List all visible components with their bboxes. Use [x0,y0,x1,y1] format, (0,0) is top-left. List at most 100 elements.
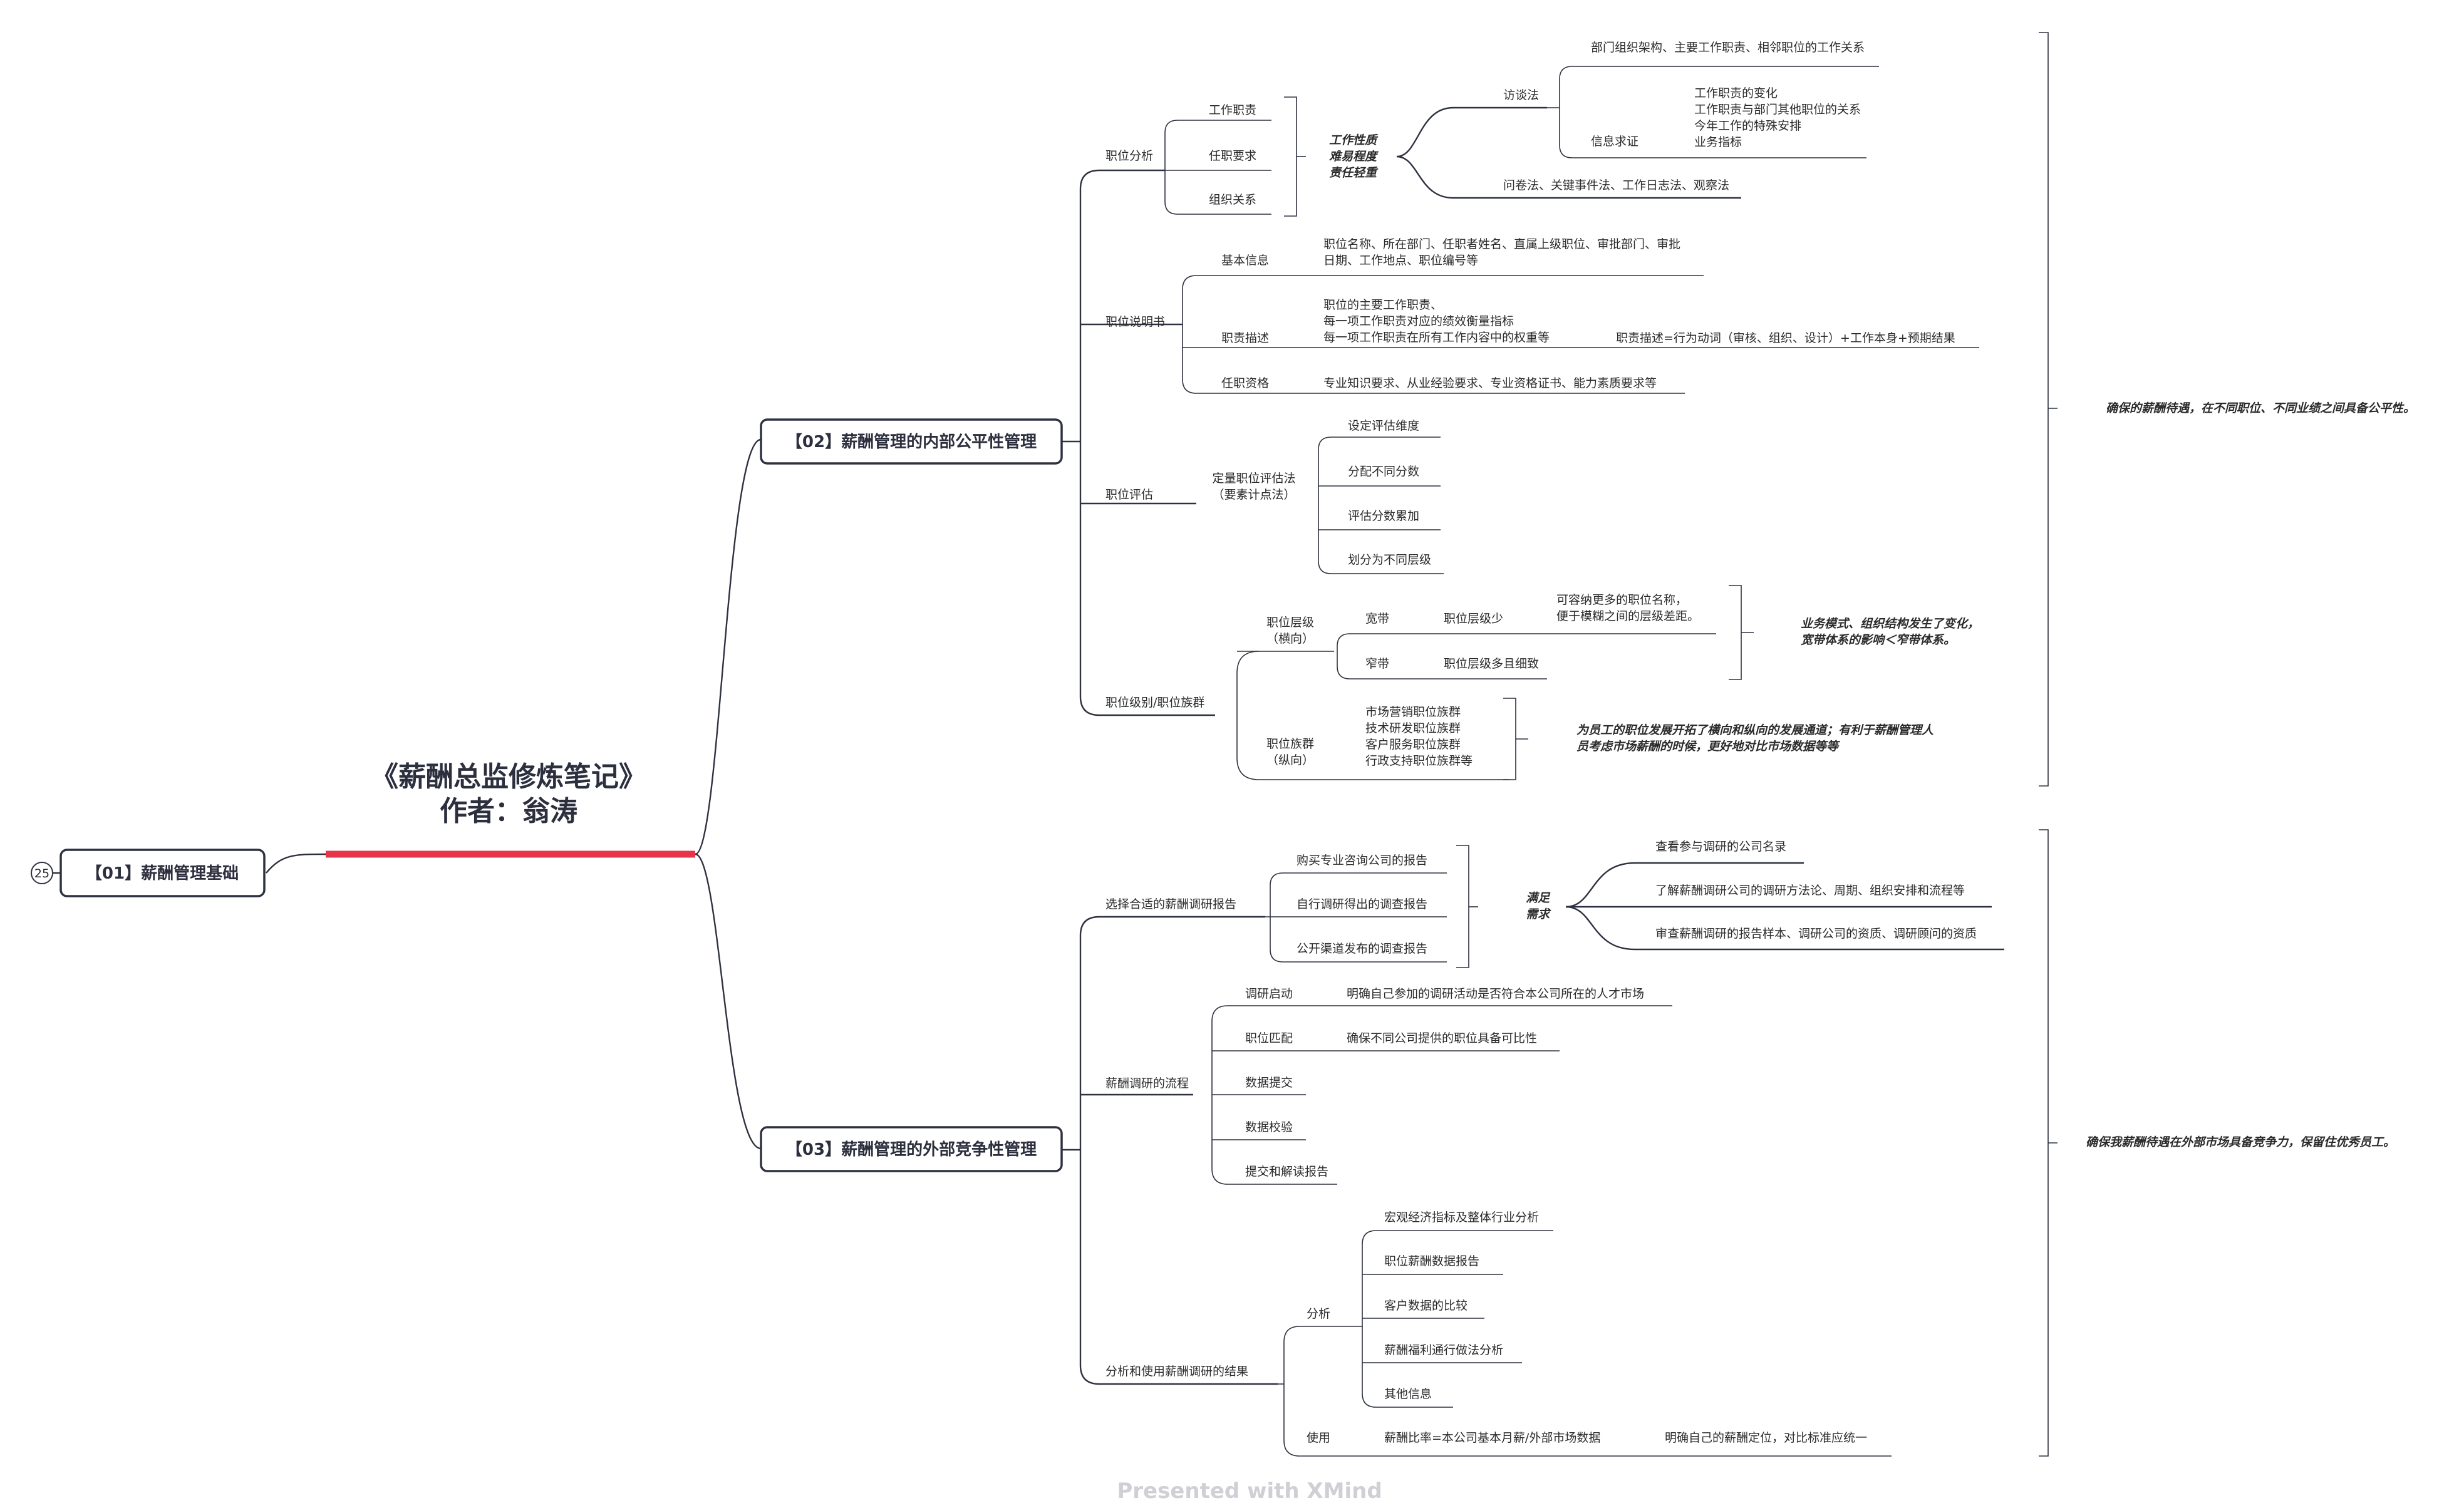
analysis-item[interactable]: 宏观经济指标及整体行业分析 [1384,1211,1539,1224]
process-label[interactable]: 薪酬调研的流程 [1105,1077,1189,1090]
horizontal-label[interactable]: （横向） [1266,632,1314,646]
qual-detail[interactable]: 专业知识要求、从业经验要求、专业资格证书、能力素质要求等 [1323,376,1657,390]
family-item: 技术研发职位族群 [1365,721,1461,735]
wide-note: 可容纳更多的职位名称， [1556,593,1687,607]
family-item: 客户服务职位族群 [1365,738,1461,751]
duty-detail: 每一项工作职责对应的绩效衡量指标 [1323,314,1514,328]
eval-step[interactable]: 设定评估维度 [1348,419,1419,433]
duty-label[interactable]: 职责描述 [1221,331,1269,345]
connector-02 [695,438,762,855]
analysis-item[interactable]: 薪酬福利通行做法分析 [1384,1343,1503,1357]
process-step[interactable]: 职位匹配 [1245,1031,1293,1045]
need-item[interactable]: 审查薪酬调研的报告样本、调研公司的资质、调研顾问的资质 [1655,927,1977,941]
job-desc-label[interactable]: 职位说明书 [1105,315,1165,329]
usage-label[interactable]: 使用 [1307,1431,1330,1445]
focus-item: 工作性质 [1329,133,1379,147]
analysis-item[interactable]: 客户数据的比较 [1384,1299,1468,1313]
qual-label[interactable]: 任职资格 [1221,376,1269,390]
family-item: 市场营销职位族群 [1365,705,1461,719]
branch-02-lines [1062,66,1979,780]
narrow-band[interactable]: 窄带 [1365,657,1389,671]
section-03-texts: 选择合适的薪酬调研报告 购买专业咨询公司的报告 自行调研得出的调查报告 公开渠道… [1105,840,2395,1445]
eval-step[interactable]: 评估分数累加 [1348,509,1419,523]
topic-01-box [60,849,266,897]
summary-02: 确保的薪酬待遇，在不同职位、不同业绩之间具备公平性。 [2106,401,2415,415]
xmind-watermark: Presented with XMind [1117,1479,1382,1504]
other-methods[interactable]: 问卷法、关键事件法、工作日志法、观察法 [1503,178,1729,192]
analysis-label[interactable]: 分析 [1307,1307,1330,1321]
job-level-label[interactable]: 职位级别/职位族群 [1105,696,1204,710]
root-topic[interactable]: 《薪酬总监修炼笔记》 作者：翁涛 [371,761,646,827]
basic-info-label[interactable]: 基本信息 [1221,254,1269,267]
wide-note: 便于模糊之间的层级差距。 [1556,609,1699,623]
interview-detail[interactable]: 部门组织架构、主要工作职责、相邻职位的工作关系 [1591,41,1865,54]
analysis-item[interactable]: 职位薪酬数据报告 [1384,1254,1479,1268]
info-seek-item: 业务指标 [1694,135,1742,149]
job-analysis-item[interactable]: 组织关系 [1209,193,1256,207]
collapsed-badge[interactable]: 25 [31,862,53,884]
topic-03[interactable]: 【03】薪酬管理的外部竞争性管理 [760,1126,1063,1172]
focus-item: 难易程度 [1329,150,1379,163]
band-note: 业务模式、组织结构发生了变化， [1801,617,1979,631]
topic-02-label: 【02】薪酬管理的内部公平性管理 [786,432,1037,452]
vertical-label[interactable]: （纵向） [1266,753,1314,767]
choose-label[interactable]: 选择合适的薪酬调研报告 [1105,897,1236,911]
use-label[interactable]: 分析和使用薪酬调研的结果 [1105,1365,1248,1378]
connector-03 [695,853,762,1150]
eval-method[interactable]: 定量职位评估法 [1212,472,1295,485]
need-label: 需求 [1526,907,1551,921]
info-seek-item: 工作职责的变化 [1694,86,1778,100]
band-note: 宽带体系的影响＜窄带体系。 [1800,633,1955,647]
job-analysis-item[interactable]: 任职要求 [1209,149,1256,163]
topic-03-label: 【03】薪酬管理的外部竞争性管理 [786,1140,1037,1159]
job-eval-label[interactable]: 职位评估 [1105,488,1153,502]
eval-method[interactable]: （要素计点法） [1212,488,1295,502]
eval-step[interactable]: 划分为不同层级 [1348,553,1431,567]
job-analysis-item[interactable]: 工作职责 [1209,103,1256,117]
branch-03-lines [1062,845,2004,1457]
summary-bracket-03 [2039,829,2058,1457]
connector-01 [266,853,326,874]
topic-01[interactable]: 【01】薪酬管理基础 [60,849,266,897]
duty-detail: 每一项工作职责在所有工作内容中的权重等 [1323,331,1550,344]
interview-label[interactable]: 访谈法 [1503,88,1539,102]
usage-formula[interactable]: 薪酬比率=本公司基本月薪/外部市场数据 [1384,1431,1600,1445]
analysis-item[interactable]: 其他信息 [1384,1387,1432,1401]
eval-step[interactable]: 分配不同分数 [1348,465,1419,478]
horizontal-label[interactable]: 职位层级 [1266,616,1314,629]
process-step[interactable]: 数据校验 [1245,1120,1293,1134]
summary-03: 确保我薪酬待遇在外部市场具备竞争力，保留住优秀员工。 [2086,1135,2395,1149]
topic-02[interactable]: 【02】薪酬管理的内部公平性管理 [760,418,1063,465]
duty-detail: 职位的主要工作职责、 [1323,298,1442,312]
process-step-detail[interactable]: 明确自己参加的调研活动是否符合本公司所在的人才市场 [1347,987,1644,1001]
family-note: 为员工的职位发展开拓了横向和纵向的发展通道；有利于薪酬管理人 [1576,723,1934,737]
need-label: 满足 [1526,891,1551,905]
narrow-detail[interactable]: 职位层级多且细致 [1444,657,1539,671]
vertical-label[interactable]: 职位族群 [1266,737,1314,751]
info-seek-label[interactable]: 信息求证 [1591,135,1638,148]
process-step[interactable]: 调研启动 [1245,987,1293,1001]
family-item: 行政支持职位族群等 [1365,754,1473,768]
job-analysis-label[interactable]: 职位分析 [1105,149,1153,163]
process-step-detail[interactable]: 确保不同公司提供的职位具备可比性 [1347,1031,1537,1045]
topic-01-label: 【01】薪酬管理基础 [86,864,239,883]
report-source[interactable]: 公开渠道发布的调查报告 [1297,942,1427,956]
info-seek-item: 今年工作的特殊安排 [1694,119,1801,133]
usage-detail[interactable]: 明确自己的薪酬定位，对比标准应统一 [1665,1431,1867,1445]
wide-band[interactable]: 宽带 [1365,612,1389,626]
report-source[interactable]: 购买专业咨询公司的报告 [1297,854,1427,867]
process-step[interactable]: 数据提交 [1245,1076,1293,1090]
section-02-texts: 职位分析 工作职责 任职要求 组织关系 工作性质 难易程度 责任轻重 访谈法 部… [1105,41,2415,768]
basic-info-detail: 职位名称、所在部门、任职者姓名、直属上级职位、审批部门、审批 [1323,237,1680,251]
duty-formula[interactable]: 职责描述=行为动词（审核、组织、设计）+工作本身+预期结果 [1616,331,1955,345]
wide-detail[interactable]: 职位层级少 [1444,612,1503,626]
process-step[interactable]: 提交和解读报告 [1245,1165,1328,1179]
root-title-line1: 《薪酬总监修炼笔记》 [371,761,646,793]
basic-info-detail: 日期、工作地点、职位编号等 [1323,254,1478,267]
need-item[interactable]: 了解薪酬调研公司的调研方法论、周期、组织安排和流程等 [1655,884,1965,897]
collapsed-circle [31,862,53,884]
report-source[interactable]: 自行调研得出的调查报告 [1297,897,1427,911]
summary-bracket-02 [2039,32,2058,787]
need-item[interactable]: 查看参与调研的公司名录 [1655,840,1786,854]
